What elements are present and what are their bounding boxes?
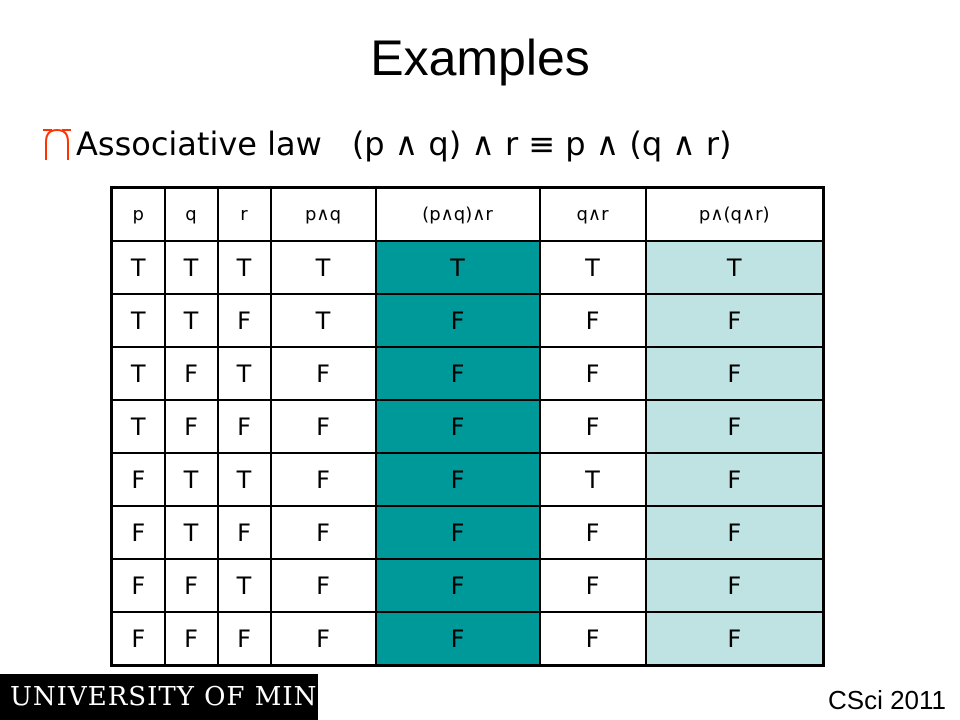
table-cell: T [269, 293, 377, 348]
slide-title: Examples [370, 30, 590, 86]
table-cell: F [374, 558, 541, 613]
table-cell: F [163, 611, 219, 667]
table-cell: F [269, 399, 377, 454]
header-cell: p∧q [269, 186, 377, 242]
table-cell: T [374, 240, 541, 295]
table-cell: F [374, 611, 541, 667]
table-cell: T [163, 452, 219, 507]
table-cell: T [538, 452, 647, 507]
table-cell: F [110, 452, 166, 507]
table-cell: F [216, 399, 272, 454]
table-cell: T [216, 558, 272, 613]
header-cell: q∧r [538, 186, 647, 242]
table-cell: F [538, 293, 647, 348]
table-cell: F [374, 399, 541, 454]
table-cell: F [374, 452, 541, 507]
table-cell: T [644, 240, 825, 295]
bullet-arc-icon [42, 124, 72, 164]
table-cell: F [269, 452, 377, 507]
table-cell: T [216, 452, 272, 507]
table-cell: F [110, 611, 166, 667]
table-cell: F [538, 346, 647, 401]
table-cell: F [110, 505, 166, 560]
table-cell: T [163, 505, 219, 560]
table-cell: F [269, 558, 377, 613]
table-cell: F [374, 346, 541, 401]
table-cell: F [216, 611, 272, 667]
table-cell: F [216, 505, 272, 560]
table-cell: F [538, 558, 647, 613]
table-cell: F [644, 558, 825, 613]
table-cell: F [110, 558, 166, 613]
table-cell: T [216, 240, 272, 295]
table-cell: F [644, 452, 825, 507]
course-label: CSci 2011 [827, 685, 946, 715]
table-cell: F [269, 346, 377, 401]
header-cell: (p∧q)∧r [374, 186, 541, 242]
table-cell: F [374, 293, 541, 348]
table-cell: F [216, 293, 272, 348]
table-cell: F [538, 505, 647, 560]
bullet-item: Associative law (p ∧ q) ∧ r ≡ p ∧ (q ∧ r… [42, 118, 732, 170]
table-cell: F [163, 558, 219, 613]
header-cell: p∧(q∧r) [644, 186, 825, 242]
table-cell: T [110, 293, 166, 348]
table-cell: T [110, 346, 166, 401]
table-cell: F [644, 346, 825, 401]
table-header-row: p q r p∧q (p∧q)∧r q∧r p∧(q∧r) [110, 186, 825, 242]
law-formula: (p ∧ q) ∧ r ≡ p ∧ (q ∧ r) [351, 125, 732, 163]
header-cell: p [110, 186, 166, 242]
table-cell: F [269, 611, 377, 667]
table-cell: T [110, 240, 166, 295]
header-cell: q [163, 186, 219, 242]
table-cell: T [269, 240, 377, 295]
table-cell: T [216, 346, 272, 401]
table-cell: F [644, 611, 825, 667]
university-banner: UNIVERSITY OF MINNESOTA [0, 674, 318, 720]
table-cell: F [269, 505, 377, 560]
table-cell: F [374, 505, 541, 560]
table-cell: T [538, 240, 647, 295]
table-cell: T [163, 293, 219, 348]
header-cell: r [216, 186, 272, 242]
table-cell: F [163, 399, 219, 454]
table-cell: T [110, 399, 166, 454]
table-cell: F [644, 399, 825, 454]
table-cell: F [644, 293, 825, 348]
table-cell: F [538, 611, 647, 667]
table-cell: F [163, 346, 219, 401]
table-cell: F [644, 505, 825, 560]
table-cell: F [538, 399, 647, 454]
law-name: Associative law [76, 125, 322, 163]
table-cell: T [163, 240, 219, 295]
